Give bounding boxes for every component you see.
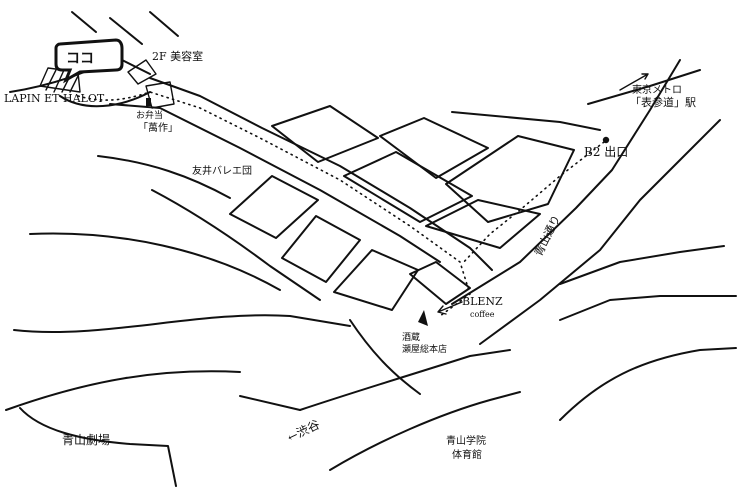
block-f: [229, 175, 319, 239]
route-main-street: [77, 91, 471, 317]
road-topleft-3: [149, 11, 179, 37]
road-left-2: [151, 189, 321, 301]
road-left-3: [29, 232, 281, 291]
block-h: [333, 249, 419, 311]
exit-dot: [602, 136, 610, 144]
blenz-label-2: coffee: [470, 310, 495, 319]
metro-arrow-icon: [619, 73, 649, 91]
block-d: [343, 151, 473, 223]
road-bottom-1: [299, 349, 511, 411]
curve-road: [59, 91, 151, 108]
block-c: [445, 135, 575, 223]
block-a: [271, 105, 379, 163]
gym-label-1: 青山学院: [446, 434, 486, 447]
avenue-label: 青山通り: [532, 213, 563, 258]
blenz-label-1: BLENZ: [462, 295, 503, 308]
blenz-arrow-icon: [437, 301, 463, 315]
salon-building: [127, 59, 157, 85]
road-bottom-5: [239, 395, 301, 411]
salon-label: 2F 美容室: [152, 49, 203, 63]
shibuya-label: ←渋谷: [285, 417, 322, 445]
theater-label: 青山劇場: [62, 433, 110, 447]
block-i: [409, 261, 471, 305]
road-right-low: [559, 295, 737, 321]
metro-label-1: 東京メトロ: [632, 83, 682, 96]
route-from-exit: [461, 141, 605, 265]
road-left-4: [13, 314, 351, 333]
road-right-mid: [559, 245, 725, 285]
road-topleft-1: [71, 11, 97, 33]
theater-block-edge: [19, 407, 177, 487]
block-e: [425, 199, 541, 249]
bento-pin: [146, 98, 151, 106]
bento-label-1: お弁当: [136, 109, 163, 121]
road-left-1: [97, 155, 231, 199]
road-topleft-2: [109, 17, 143, 45]
road-upper-long: [451, 111, 601, 131]
sake-label-2: 瀬屋総本店: [402, 343, 447, 355]
here-bubble: [54, 38, 124, 84]
sake-shop-marker: [418, 310, 428, 326]
metro-label-2: 「表参道」駅: [630, 95, 696, 109]
ballet-label: 友井バレエ団: [192, 164, 252, 177]
block-b: [379, 117, 489, 179]
sake-label-1: 酒蔵: [402, 331, 420, 343]
aoyama-dori-west-edge: [451, 59, 681, 305]
road-right-upper: [587, 69, 701, 105]
road-left-5: [5, 370, 241, 411]
main-street-upper-edge: [149, 77, 493, 271]
road-bottom-4: [349, 319, 421, 395]
aoyama-dori-east-edge: [479, 119, 721, 345]
bento-label-2: 「萬作」: [138, 121, 178, 134]
road-bottom-2: [329, 391, 521, 471]
here-label: ココ: [66, 51, 94, 67]
block-g: [281, 215, 361, 283]
lapin-label: LAPIN ET HALOT: [4, 92, 105, 105]
main-street-lower-edge: [9, 57, 441, 263]
exit-label: B2 出口: [584, 145, 628, 159]
road-bottom-3: [559, 347, 737, 421]
gym-label-2: 体育館: [452, 448, 482, 461]
